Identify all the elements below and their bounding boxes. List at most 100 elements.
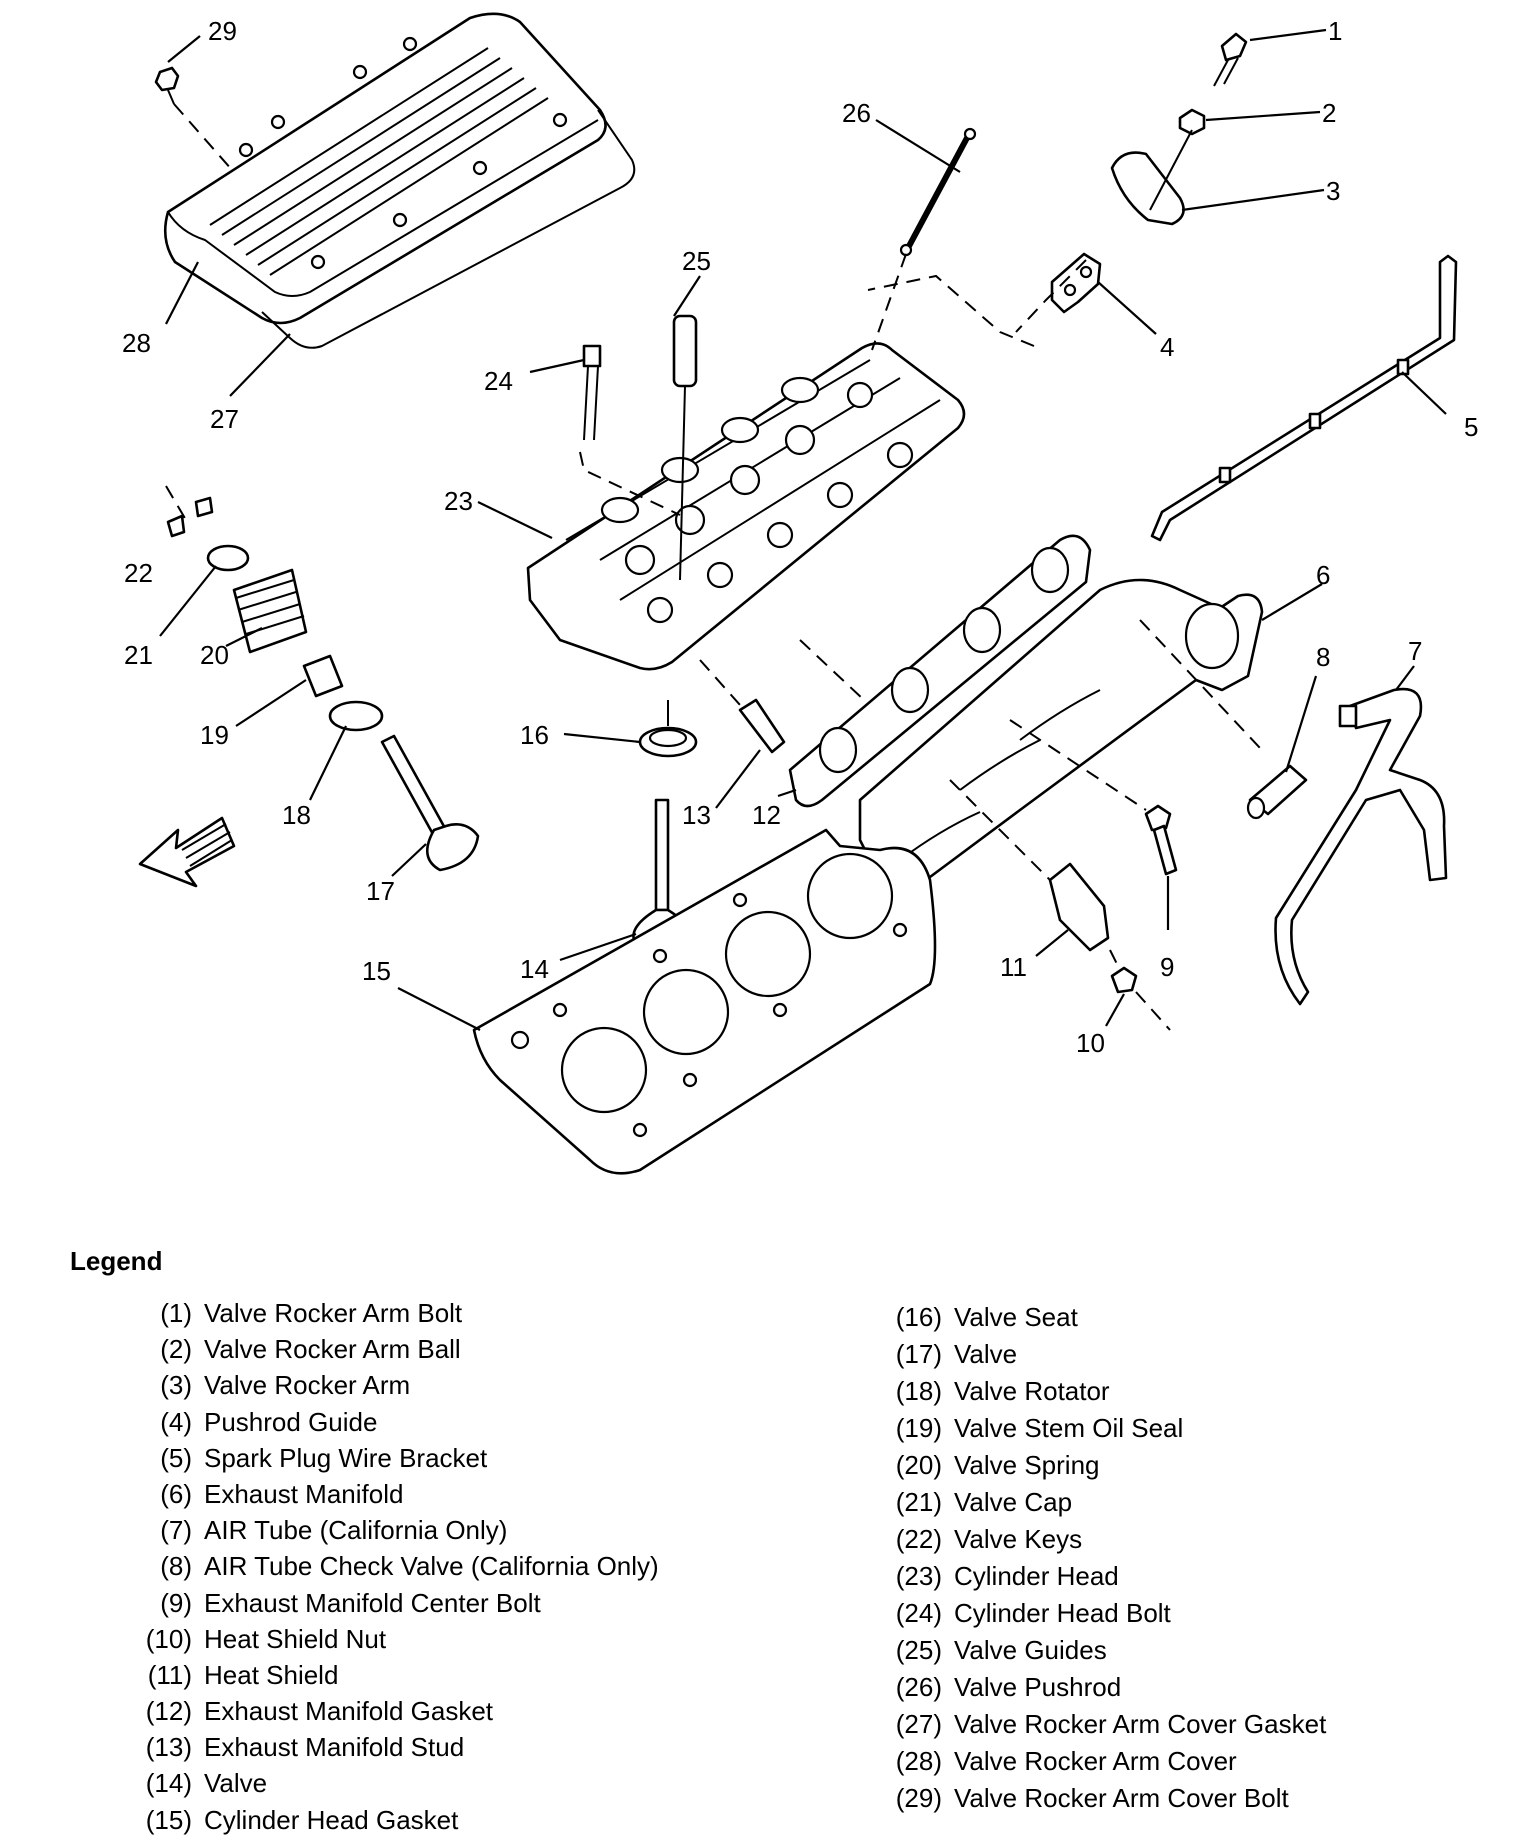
legend-item-label: Valve Seat [954, 1302, 1078, 1332]
callout-25: 25 [682, 246, 711, 276]
legend-item-number: (3) [160, 1370, 192, 1401]
callout-28: 28 [122, 328, 151, 358]
legend-item-label: Cylinder Head Gasket [204, 1804, 459, 1835]
legend-item: (6) Exhaust Manifold [112, 1479, 659, 1515]
cylinder-head [526, 342, 966, 671]
legend-item: (1) Valve Rocker Arm Bolt [112, 1298, 659, 1334]
exhaust-manifold-gasket [788, 534, 1092, 808]
legend-item: (17)Valve [870, 1339, 1326, 1376]
front-direction-arrow-icon [138, 816, 236, 888]
callout-10: 10 [1076, 1028, 1105, 1058]
callout-18: 18 [282, 800, 311, 830]
legend-item-label: Valve Cap [954, 1487, 1073, 1517]
legend-item: (21) Valve Cap [870, 1487, 1326, 1524]
legend-item: (14)Valve [112, 1768, 659, 1804]
valve-keys [165, 485, 214, 538]
legend-item-label: AIR Tube Check Valve (California Only) [204, 1551, 659, 1582]
legend-item-label: Valve Spring [954, 1450, 1100, 1480]
legend-item-number: (28) [895, 1746, 942, 1776]
legend-item: (28) Valve Rocker Arm Cover [870, 1746, 1326, 1783]
legend-item-label: Valve Rocker Arm Ball [204, 1334, 461, 1365]
legend-item-label: Valve Rocker Arm Cover Bolt [954, 1783, 1289, 1813]
legend-item-number: (2) [160, 1334, 192, 1365]
legend-item: (5)Spark Plug Wire Bracket [112, 1443, 659, 1479]
legend-item: (22)Valve Keys [870, 1524, 1326, 1561]
legend-item-number: (7) [160, 1515, 192, 1546]
pushrod-guide [867, 252, 1102, 347]
legend-item-label: Valve Keys [954, 1524, 1083, 1554]
legend-column-left: (1) Valve Rocker Arm Bolt (2) Valve Rocker … [112, 1298, 659, 1841]
legend-item-number: (24) [895, 1598, 942, 1628]
callout-leaders [159, 28, 1447, 1031]
valve-rocker-arm-bolt [1213, 32, 1248, 87]
callout-6: 6 [1316, 560, 1330, 590]
legend-item-label: Valve Pushrod [954, 1672, 1122, 1702]
valve-rocker-arm-cover [163, 12, 607, 325]
valve-pushrod [871, 127, 977, 351]
legend-item-number: (20) [895, 1450, 942, 1480]
valve-rotator [328, 700, 384, 732]
legend-item: (29) Valve Rocker Arm Cover Bolt [870, 1783, 1326, 1820]
legend-item-label: Valve Rocker Arm [204, 1370, 411, 1401]
legend-item-number: (4) [160, 1406, 192, 1437]
callout-11: 11 [1000, 952, 1027, 982]
intake-valve [380, 734, 480, 872]
legend-item-number: (18) [895, 1376, 942, 1406]
legend-item: (18)Valve Rotator [870, 1376, 1326, 1413]
valve-rocker-arm-ball [1178, 108, 1206, 136]
legend-item-label: Valve Guides [954, 1635, 1107, 1665]
callout-3: 3 [1326, 176, 1340, 206]
legend-item: (13)Exhaust Manifold Stud [112, 1732, 659, 1768]
exhaust-manifold-center-bolt [1009, 719, 1178, 876]
exploded-parts-diagram: 1 2 3 4 5 6 7 8 9 10 11 12 13 14 15 16 1… [122, 12, 1478, 1175]
legend-item-number: (6) [160, 1478, 192, 1509]
legend-item-label: Heat Shield [204, 1659, 339, 1690]
legend-item-number: (27) [895, 1709, 942, 1739]
callout-7: 7 [1408, 636, 1422, 666]
legend-item-label: Exhaust Manifold [204, 1478, 404, 1509]
callout-26: 26 [842, 98, 871, 128]
legend-item-number: (1) [160, 1298, 192, 1328]
legend-item-label: Valve Rocker Arm Bolt [204, 1298, 463, 1328]
callout-15: 15 [362, 956, 391, 986]
callout-labels: 1 2 3 4 5 6 7 8 9 10 11 12 13 14 15 16 1… [122, 16, 1478, 1058]
legend-item-number: (14) [145, 1768, 192, 1799]
legend-item-label: Valve Rocker Arm Cover [954, 1746, 1237, 1776]
legend-item-number: (12) [145, 1696, 192, 1727]
callout-8: 8 [1316, 642, 1330, 672]
legend-item: (10)Heat Shield Nut [112, 1624, 659, 1660]
callout-2: 2 [1322, 98, 1336, 128]
legend-item: (8) AIR Tube Check Valve (California Only… [112, 1551, 659, 1587]
callout-14: 14 [520, 954, 549, 984]
legend-item-number: (21) [895, 1487, 942, 1517]
legend-item-label: Exhaust Manifold Gasket [204, 1696, 494, 1727]
valve-guide [672, 314, 698, 581]
legend-item-label: Cylinder Head Bolt [954, 1598, 1171, 1628]
legend-item-number: (8) [160, 1551, 192, 1582]
legend-item: (11)Heat Shield [112, 1660, 659, 1696]
legend-item-label: Valve Rocker Arm Cover Gasket [954, 1709, 1327, 1739]
legend-item-label: Cylinder Head [954, 1561, 1119, 1591]
valve-rocker-arm [1110, 129, 1193, 226]
legend-item: (4) Pushrod Guide [112, 1407, 659, 1443]
callout-20: 20 [200, 640, 229, 670]
exhaust-manifold-stud [699, 659, 786, 754]
legend-item: (23)Cylinder Head [870, 1561, 1326, 1598]
callout-4: 4 [1160, 332, 1174, 362]
callout-23: 23 [444, 486, 473, 516]
legend-item-label: Pushrod Guide [204, 1406, 378, 1437]
legend-item-label: Exhaust Manifold Stud [204, 1732, 465, 1763]
callout-19: 19 [200, 720, 229, 750]
callout-21: 21 [124, 640, 153, 670]
valve-rocker-arm-cover-gasket [261, 109, 636, 349]
legend-item-label: Exhaust Manifold Center Bolt [204, 1587, 541, 1618]
legend-item: (24) Cylinder Head Bolt [870, 1598, 1326, 1635]
legend-item-label: AIR Tube (California Only) [204, 1515, 508, 1546]
valve-rocker-arm-cover-bolt [154, 66, 233, 171]
legend-item-number: (29) [895, 1783, 942, 1813]
callout-16: 16 [520, 720, 549, 750]
legend-item: (2) Valve Rocker Arm Ball [112, 1334, 659, 1370]
callout-9: 9 [1160, 952, 1174, 982]
air-tube-check-valve [1139, 619, 1308, 820]
legend-item-label: Valve Stem Oil Seal [954, 1413, 1184, 1443]
